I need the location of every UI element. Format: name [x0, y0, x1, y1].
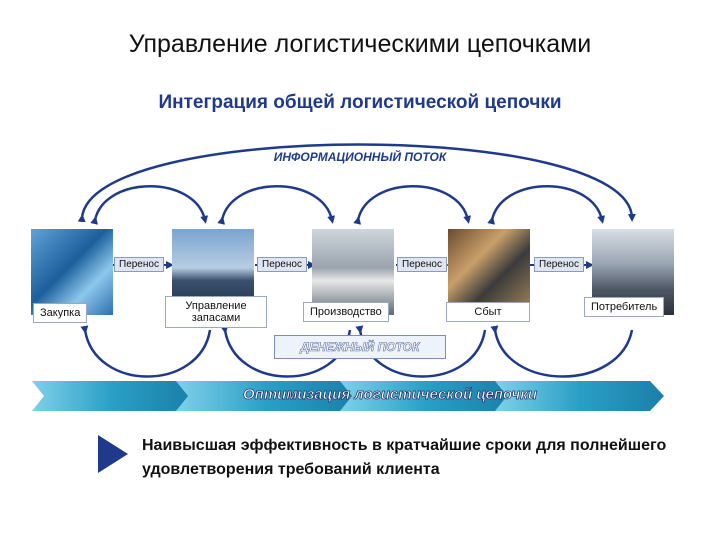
stage-consumer: Потребитель [584, 297, 664, 317]
conclusion-text: Наивысшая эффективность в кратчайшие сро… [142, 434, 682, 482]
stage-sales: Сбыт [446, 302, 530, 322]
optimization-label: Оптимизация логистической цепочки [170, 386, 610, 403]
transfer-label: Перенос [534, 257, 584, 272]
info-loop-outer [82, 145, 632, 219]
stage-procurement: Закупка [33, 303, 87, 323]
transfer-label: Перенос [397, 257, 447, 272]
transfer-label: Перенос [114, 257, 164, 272]
transfer-label: Перенос [257, 257, 307, 272]
stage-production: Производство [303, 302, 389, 322]
bullet-arrow-icon [98, 435, 128, 473]
money-flow-label: ДЕНЕЖНЫЙ ПОТОК [274, 335, 446, 359]
stage-inventory: Управление запасами [165, 296, 267, 328]
